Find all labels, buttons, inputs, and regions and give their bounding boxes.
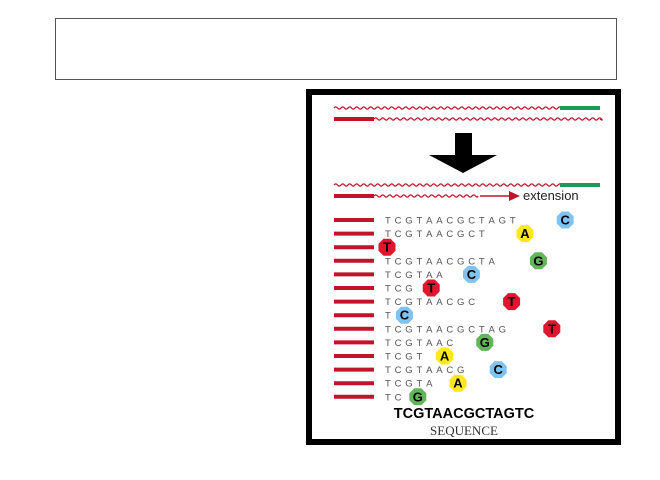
terminal-base-a-icon: [449, 374, 467, 392]
terminal-base-letter: C: [400, 308, 410, 323]
fragment-sequence: T: [385, 311, 391, 322]
fragment-sequence: T C G T A A: [385, 270, 443, 281]
fragment-sequence: T C G T A A C G C T A G: [385, 324, 506, 335]
terminal-base-letter: T: [383, 240, 391, 255]
extension-arrow-icon: [509, 191, 520, 201]
terminal-base-letter: A: [440, 349, 450, 364]
sequence-result: TCGTAACGCTAGTC: [394, 406, 535, 422]
terminal-base-letter: G: [480, 335, 490, 350]
terminal-base-letter: G: [413, 389, 423, 404]
terminal-base-c-icon: [556, 211, 574, 229]
fragment-row: T: [334, 238, 396, 256]
down-arrow-icon: [429, 133, 497, 173]
fragment-sequence: T C G T A A C G C T A G T: [385, 216, 516, 227]
terminal-base-letter: G: [533, 253, 543, 268]
fragment-sequence: T C G T A A C: [385, 338, 453, 349]
sequence-caption: SEQUENCE: [430, 423, 498, 438]
terminal-base-t-icon: [378, 238, 396, 256]
template-strand-wavy-bottom: [333, 183, 563, 187]
terminal-base-t-icon: [543, 320, 561, 338]
title-placeholder-box: [55, 18, 617, 80]
fragment-sequence: T C: [385, 392, 402, 403]
terminal-base-letter: C: [467, 267, 477, 282]
fragment-sequence: T C G T A A C G C T: [385, 229, 485, 240]
terminal-base-c-icon: [462, 265, 480, 283]
template-strand-wavy-top: [333, 106, 563, 110]
terminal-base-letter: C: [494, 362, 504, 377]
fragment-sequence: T C G T A A C G C: [385, 297, 475, 308]
terminal-base-letter: A: [520, 226, 530, 241]
extension-label: extension: [523, 188, 579, 203]
fragment-sequence: T C G T A A C G: [385, 365, 464, 376]
terminal-base-letter: A: [453, 376, 463, 391]
terminal-base-c-icon: [395, 306, 413, 324]
terminal-base-a-icon: [516, 225, 534, 243]
terminal-base-c-icon: [489, 361, 507, 379]
primer-strand-wavy-top: [373, 117, 603, 121]
terminal-base-t-icon: [503, 293, 521, 311]
terminal-base-letter: T: [427, 281, 435, 296]
extension-strand-wavy: [373, 194, 479, 198]
terminal-base-t-icon: [422, 279, 440, 297]
fragment-sequence: T C G T A: [385, 379, 433, 390]
terminal-base-letter: T: [548, 321, 556, 336]
terminal-base-g-icon: [529, 252, 547, 270]
terminal-base-g-icon: [476, 333, 494, 351]
terminal-base-a-icon: [436, 347, 454, 365]
fragment-sequence: T C G: [385, 284, 413, 295]
fragment-sequence: T C G T A A C G C T A: [385, 256, 495, 267]
terminal-base-g-icon: [409, 388, 427, 406]
terminal-base-letter: T: [508, 294, 516, 309]
fragment-sequence: T C G T: [385, 352, 422, 363]
terminal-base-letter: C: [561, 213, 571, 228]
